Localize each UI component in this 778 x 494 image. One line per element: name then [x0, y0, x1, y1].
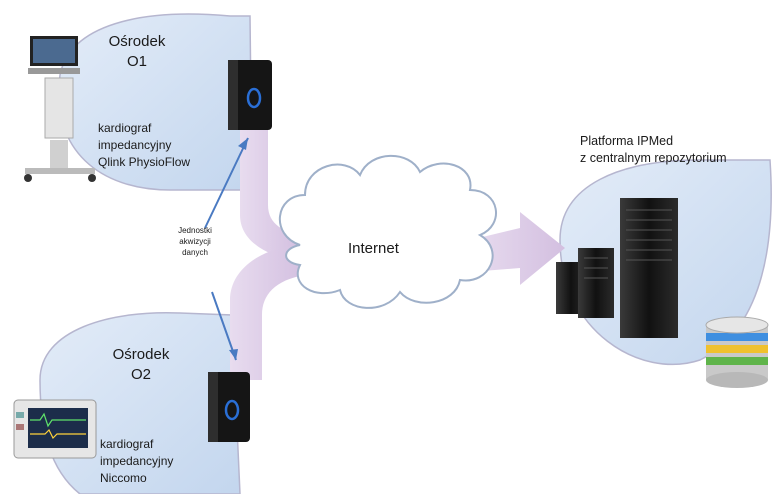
flow-band-platform: [470, 212, 565, 285]
device-o1-line1: kardiograf: [98, 121, 152, 135]
acquisition-line3: danych: [182, 248, 208, 257]
acquisition-arrow-down: [211, 291, 237, 361]
acquisition-line1: Jednostki: [178, 226, 212, 235]
device-o1-line3: Qlink PhysioFlow: [98, 155, 191, 169]
internet-cloud: [278, 154, 497, 309]
center-o2-device-label: kardiograf impedancyjny Niccomo: [100, 436, 173, 487]
acquisition-line2: akwizycji: [179, 237, 211, 246]
flow-band-o1: [240, 128, 300, 262]
center-o1-code: O1: [126, 53, 147, 70]
center-o1-title: Ośrodek O1: [92, 32, 182, 72]
database-icon: [705, 316, 769, 388]
device-o2-line1: kardiograf: [100, 437, 154, 451]
platform-label: Platforma IPMed z centralnym repozytoriu…: [580, 133, 727, 167]
router-o1-icon: [228, 60, 272, 130]
arrowhead-up: [238, 138, 248, 150]
arrowhead-down: [229, 349, 238, 360]
platform-line2: z centralnym repozytorium: [580, 151, 727, 165]
acquisition-arrow-up: [204, 137, 249, 229]
physioflow-device-icon: [24, 36, 96, 182]
platform-line1: Platforma IPMed: [580, 134, 674, 148]
center-o2-title-text: Ośrodek: [112, 346, 170, 363]
acquisition-label: Jednostki akwizycji danych: [160, 225, 230, 258]
device-o1-line2: impedancyjny: [98, 138, 172, 152]
internet-label: Internet: [348, 240, 399, 257]
server-rack-icon: [556, 198, 678, 338]
device-o2-line3: Niccomo: [100, 471, 147, 485]
niccomo-device-icon: [13, 399, 97, 459]
center-o1-device-label: kardiograf impedancyjny Qlink PhysioFlow: [98, 120, 190, 171]
flow-band-o2: [230, 245, 305, 380]
router-o2-icon: [208, 372, 250, 442]
center-o2-code: O2: [130, 366, 151, 383]
center-o2-title: Ośrodek O2: [96, 345, 186, 385]
center-o1-title-text: Ośrodek: [108, 33, 166, 50]
device-o2-line2: impedancyjny: [100, 454, 174, 468]
